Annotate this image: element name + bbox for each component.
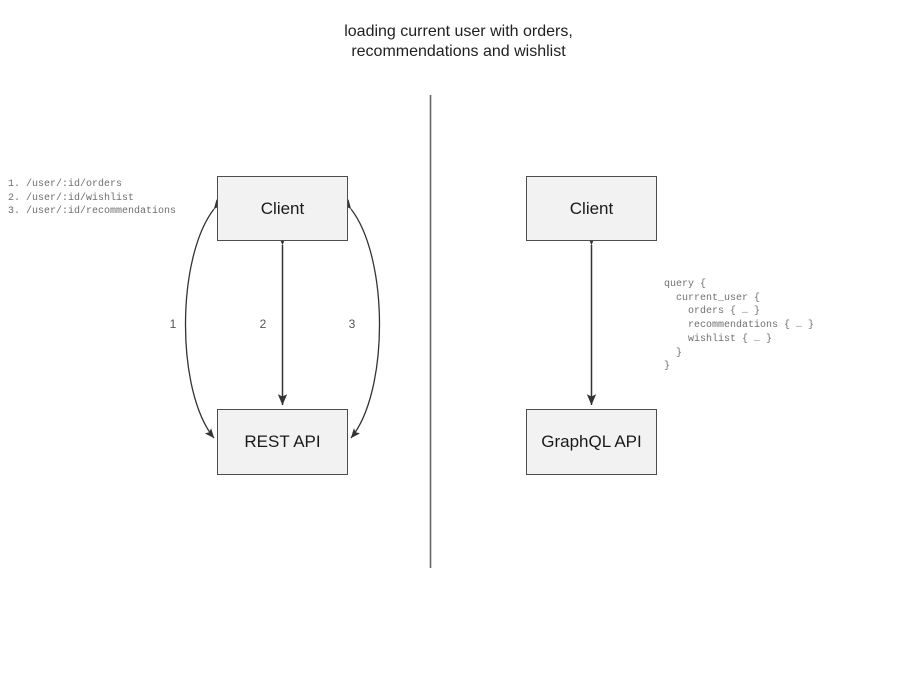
edge-label-2: 2 [259, 317, 267, 331]
node-client-graphql[interactable]: Client [526, 176, 657, 241]
node-client-rest[interactable]: Client [217, 176, 348, 241]
node-client-graphql-label: Client [569, 198, 614, 218]
graphql-query-snippet: query { current_user { orders { … } reco… [664, 279, 815, 373]
node-client-rest-label: Client [260, 198, 305, 218]
rest-endpoint-list: 1. /user/:id/orders 2. /user/:id/wishlis… [8, 179, 177, 217]
arrow-rest-request-3 [342, 199, 381, 439]
edge-label-3: 3 [348, 317, 356, 331]
arrow-rest-request-1 [184, 199, 223, 439]
node-graphql-api[interactable]: GraphQL API [526, 409, 657, 475]
edge-label-1: 1 [169, 317, 177, 331]
node-rest-api[interactable]: REST API [217, 409, 348, 475]
diagram-title: loading current user with orders, recomm… [344, 23, 573, 60]
node-graphql-api-label: GraphQL API [541, 432, 642, 451]
node-rest-api-label: REST API [244, 432, 321, 451]
